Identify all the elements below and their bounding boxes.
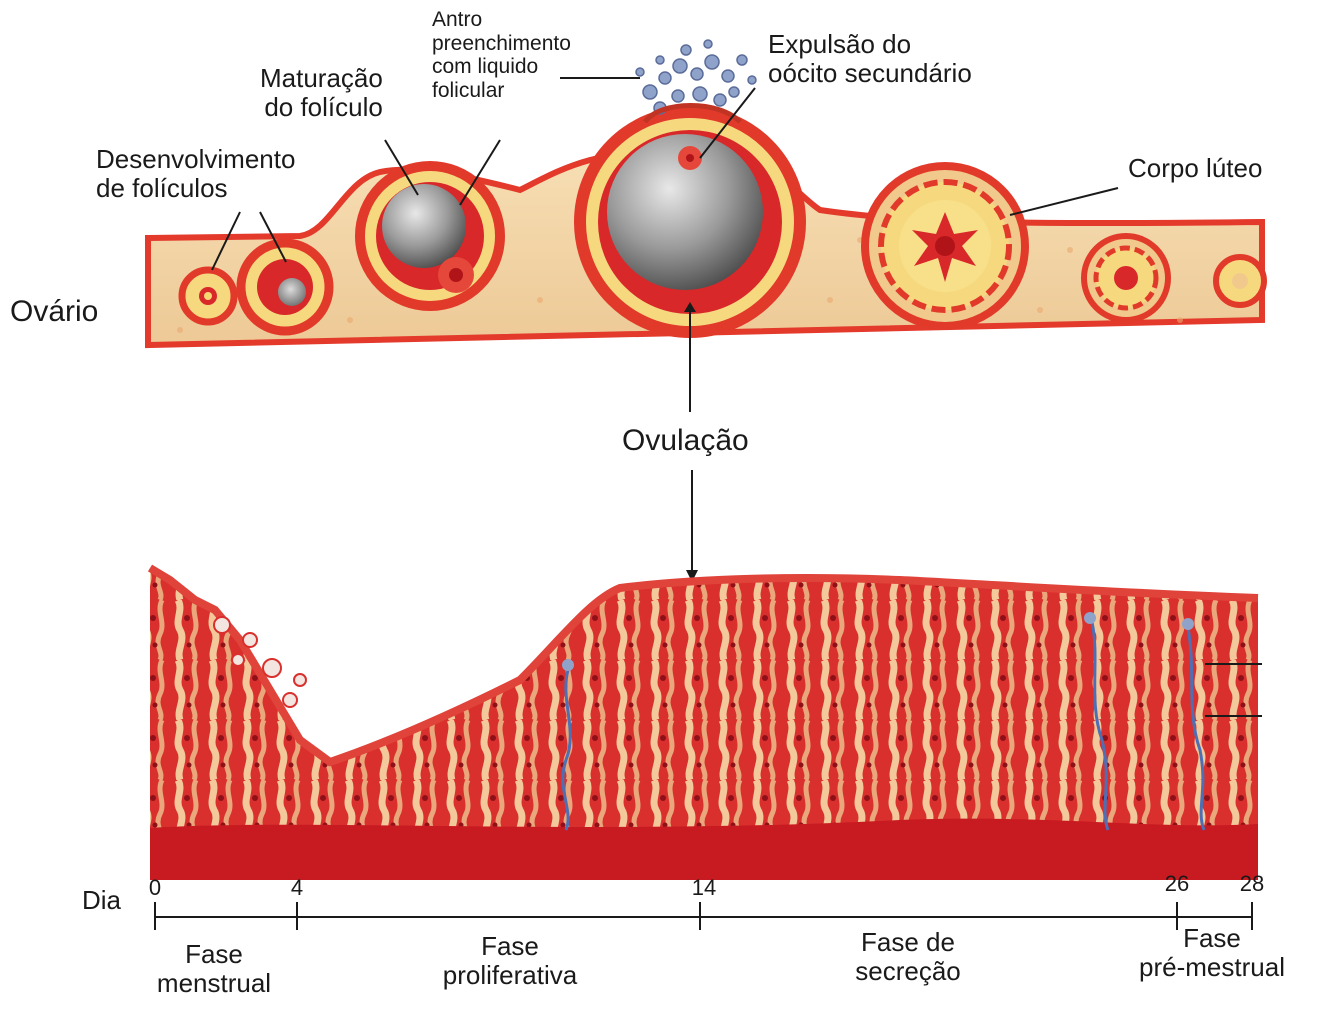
label-expulsao-line1: Expulsão do (768, 30, 972, 59)
label-ovulacao: Ovulação (622, 424, 749, 458)
label-ovario: Ovário (10, 295, 98, 329)
label-maturacao-line1: Maturação (260, 64, 383, 93)
regressing-corpus (1084, 236, 1168, 320)
graafian-follicle (580, 112, 800, 332)
label-antro-line4: folicular (432, 79, 571, 103)
phase-menstrual: Fase menstrual (157, 940, 271, 998)
phase-proliferativa-line1: Fase (443, 932, 577, 961)
label-expulsao: Expulsão do oócito secundário (768, 30, 972, 88)
day-tick-4: 4 (291, 876, 303, 901)
phase-pre-mestrual-line2: pré-mestrual (1139, 953, 1285, 982)
corpus-albicans (1216, 257, 1264, 305)
day-axis-label: Dia (82, 886, 121, 915)
day-tick-26: 26 (1165, 872, 1189, 897)
label-antro-line3: com liquido (432, 55, 571, 79)
phase-secrecao: Fase de secreção (855, 928, 961, 986)
primordial-follicle (182, 270, 234, 322)
maturing-follicle (360, 166, 500, 306)
phase-proliferativa-line2: proliferativa (443, 961, 577, 990)
phase-menstrual-line2: menstrual (157, 969, 271, 998)
label-desenvolvimento: Desenvolvimento de folículos (96, 145, 295, 203)
phase-secrecao-line2: secreção (855, 957, 961, 986)
label-expulsao-line2: oócito secundário (768, 59, 972, 88)
corpus-luteum (865, 166, 1025, 326)
label-maturacao-line2: do folículo (260, 93, 383, 122)
day-tick-0: 0 (149, 876, 161, 901)
phase-menstrual-line1: Fase (157, 940, 271, 969)
label-desenvolvimento-line2: de folículos (96, 174, 295, 203)
growing-follicle (241, 243, 329, 331)
label-antro-line1: Antro (432, 8, 571, 32)
label-corpo-luteo: Corpo lúteo (1128, 154, 1262, 183)
day-tick-14: 14 (692, 876, 716, 901)
phase-secrecao-line1: Fase de (855, 928, 961, 957)
expelled-oocyte-cells (636, 40, 756, 114)
phase-pre-mestrual: Fase pré-mestrual (1139, 924, 1285, 982)
day-axis (155, 902, 1252, 930)
label-desenvolvimento-line1: Desenvolvimento (96, 145, 295, 174)
phase-proliferativa: Fase proliferativa (443, 932, 577, 990)
day-tick-28: 28 (1240, 872, 1264, 897)
label-antro: Antro preenchimento com liquido folicula… (432, 8, 571, 102)
label-maturacao: Maturação do folículo (260, 64, 383, 122)
phase-pre-mestrual-line1: Fase (1139, 924, 1285, 953)
label-antro-line2: preenchimento (432, 32, 571, 56)
endometrium (150, 568, 1262, 880)
